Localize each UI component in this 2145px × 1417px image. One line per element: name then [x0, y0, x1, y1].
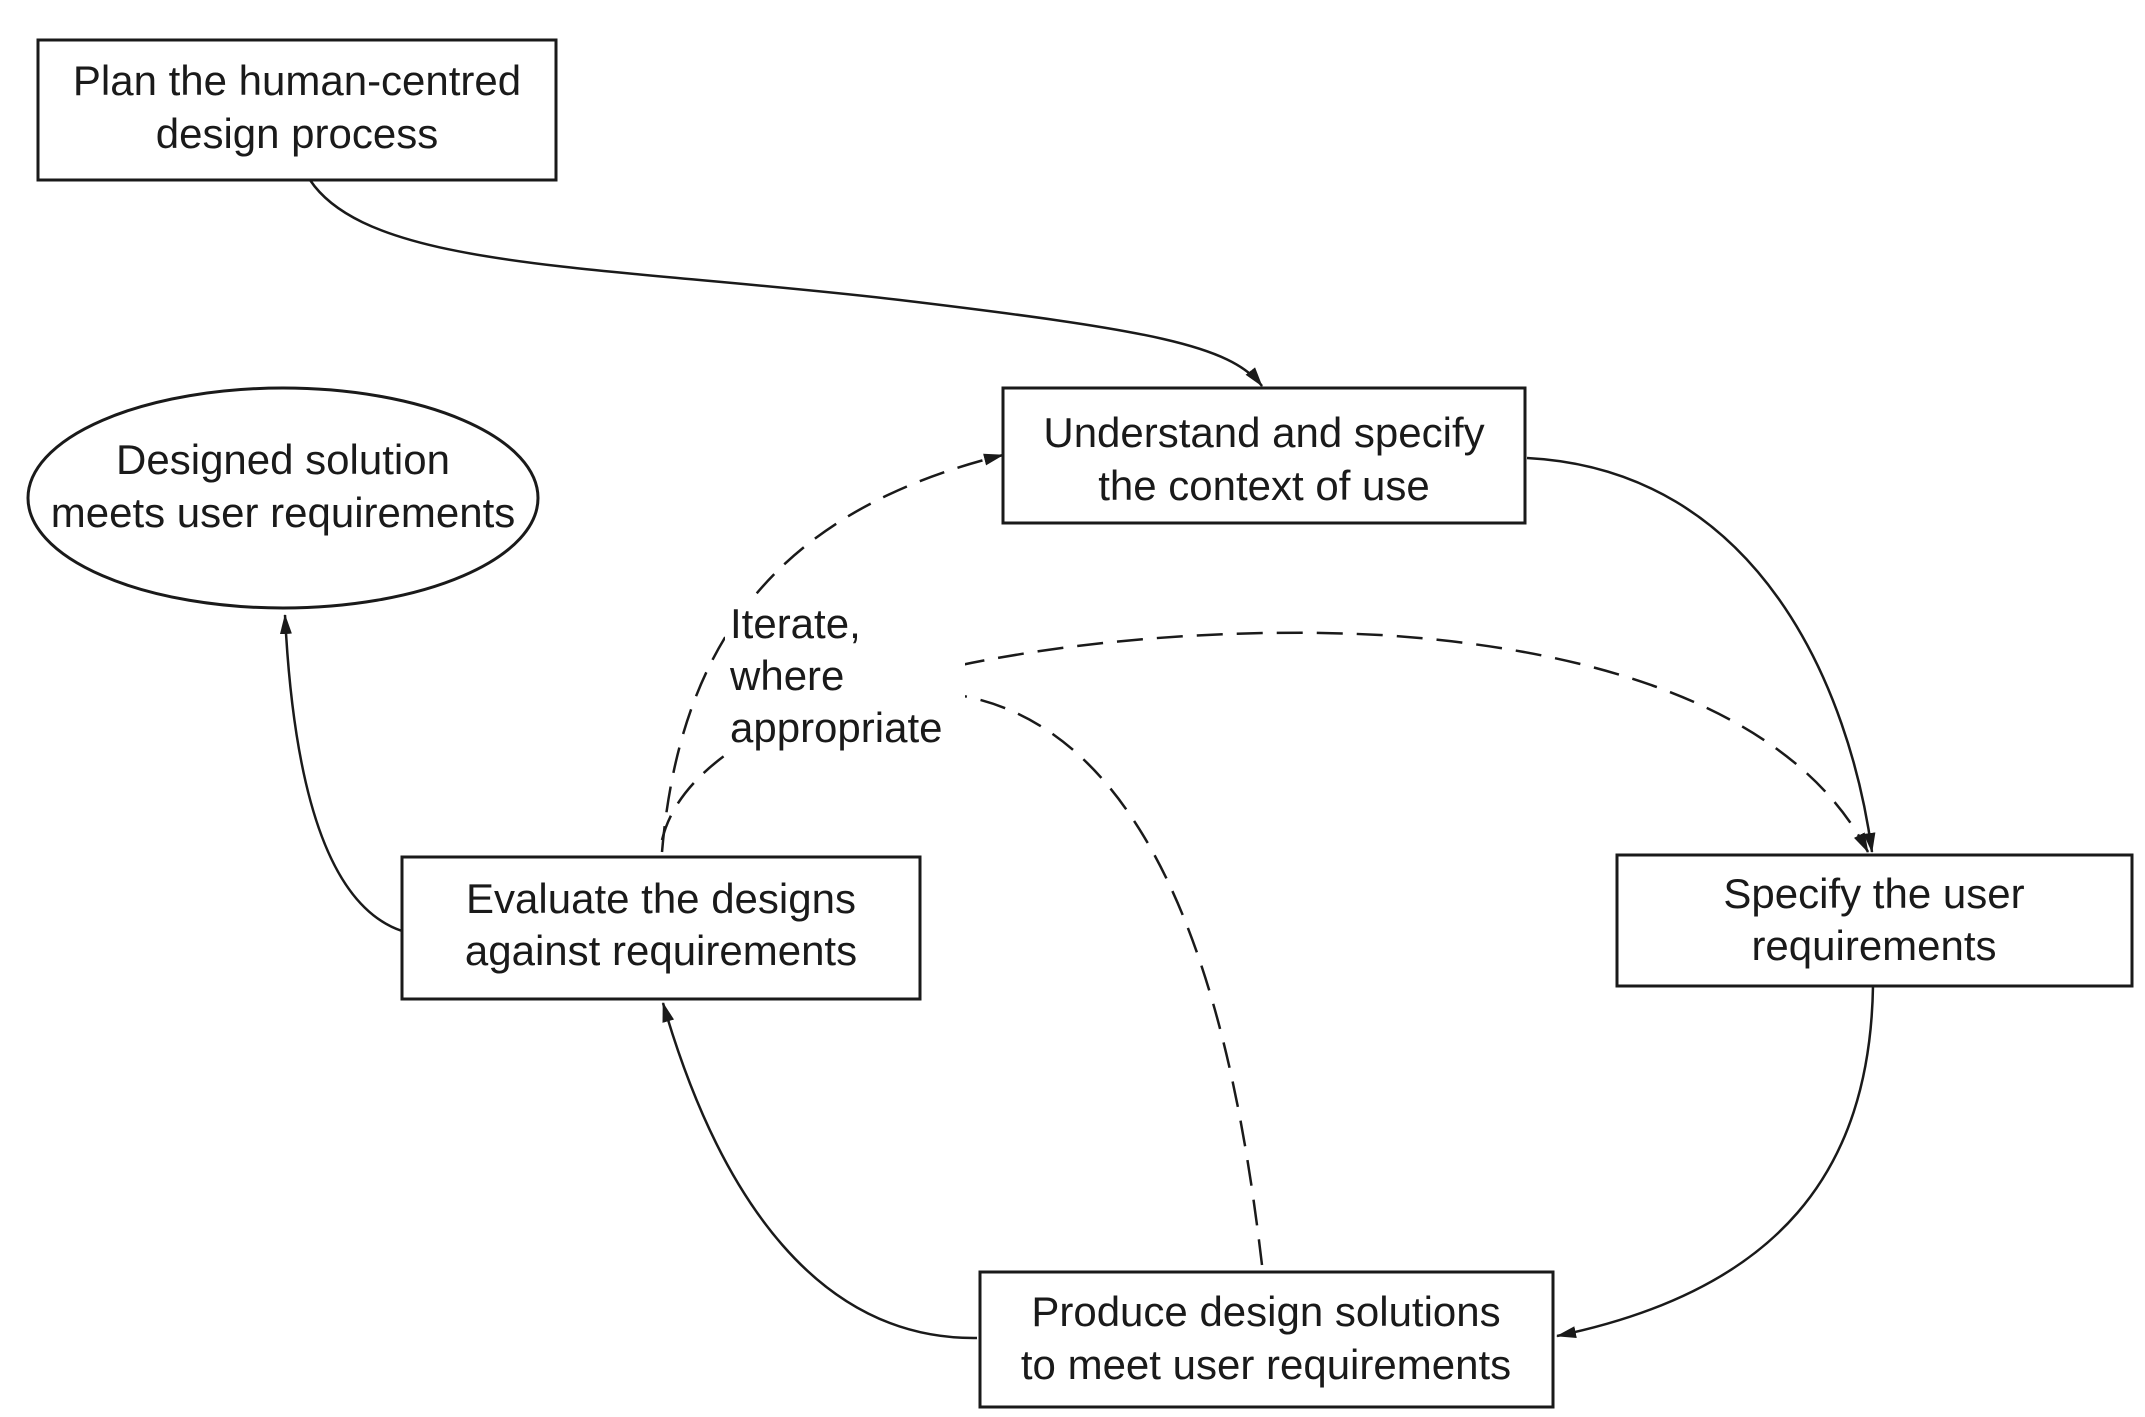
node-plan-line1: Plan the human-centred [73, 57, 521, 104]
node-evaluate-line2: against requirements [465, 927, 857, 974]
node-plan-line2: design process [156, 110, 439, 157]
node-solution-line1: Designed solution [116, 436, 450, 483]
edge-evaluate-to-context-dashed [660, 453, 1004, 853]
node-context-line1: Understand and specify [1043, 409, 1484, 456]
edge-plan-to-context [308, 179, 1263, 387]
iterate-note-line3: appropriate [730, 704, 942, 751]
node-produce-line2: to meet user requirements [1021, 1341, 1511, 1388]
node-context: Understand and specify the context of us… [1001, 386, 1527, 525]
edge-produce-to-evaluate [661, 1002, 978, 1340]
node-requirements-line1: Specify the user [1723, 870, 2024, 917]
node-evaluate-line1: Evaluate the designs [466, 875, 856, 922]
edge-context-to-requirements [1526, 456, 1876, 853]
iterate-note: Iterate, where appropriate [725, 595, 965, 755]
edge-evaluate-to-solution [279, 614, 403, 933]
edge-requirements-to-produce [1556, 985, 1875, 1339]
node-plan: Plan the human-centred design process [36, 38, 558, 182]
node-solution-line2: meets user requirements [51, 489, 516, 536]
node-context-line2: the context of use [1098, 462, 1430, 509]
node-produce-line1: Produce design solutions [1031, 1288, 1500, 1335]
node-requirements-line2: requirements [1751, 922, 1996, 969]
node-produce: Produce design solutions to meet user re… [978, 1270, 1555, 1409]
node-requirements: Specify the user requirements [1615, 853, 2134, 988]
iterate-note-line2: where [729, 652, 844, 699]
iterate-note-line1: Iterate, [730, 600, 861, 647]
node-solution: Designed solution meets user requirement… [26, 386, 540, 610]
edge-produce-to-iterate-dashed [904, 690, 1264, 1266]
node-evaluate: Evaluate the designs against requirement… [400, 855, 922, 1001]
